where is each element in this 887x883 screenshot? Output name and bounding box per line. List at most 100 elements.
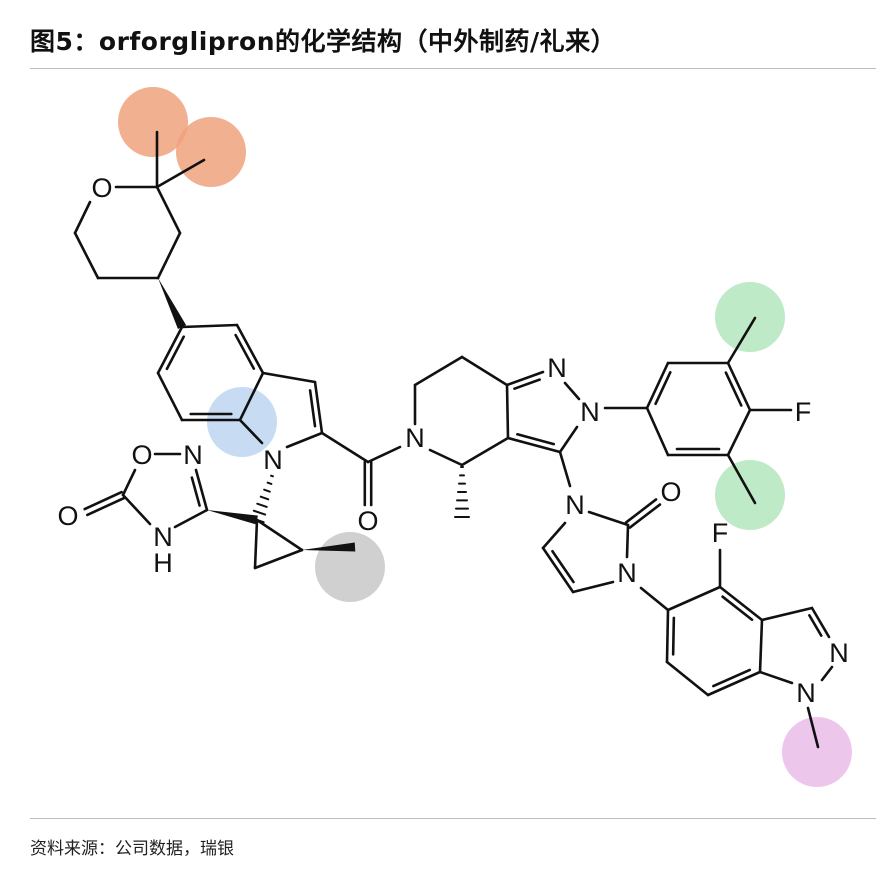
bond (121, 468, 137, 497)
bond-double-inner (165, 335, 186, 371)
bond (758, 618, 764, 674)
bond-double (665, 608, 670, 664)
bond (285, 431, 324, 449)
bond (121, 493, 152, 526)
bond (760, 606, 814, 622)
atom-o-oxadiazolone: O (57, 501, 78, 531)
bond-double-inner (724, 371, 743, 407)
bond (806, 706, 820, 749)
bond-double (810, 606, 831, 639)
bond (320, 431, 370, 464)
bond (726, 316, 757, 365)
bond (73, 231, 100, 280)
bond (156, 231, 182, 280)
bond-double (83, 490, 123, 511)
bond (428, 448, 464, 467)
bond (558, 450, 572, 488)
figure-title: 图5：orforglipron的化学结构（中外制药/礼来） (30, 27, 617, 56)
bond-double-inner (808, 614, 823, 637)
bond (571, 580, 615, 594)
bond (665, 660, 710, 697)
bond (820, 665, 834, 682)
atom-n-amide: N (405, 423, 425, 453)
bond (625, 523, 630, 559)
bond-double-inner (551, 549, 575, 584)
bond (366, 445, 402, 464)
bond (460, 436, 510, 467)
title-divider (30, 68, 876, 69)
bond-double (505, 370, 545, 387)
atom-n-indazole-1: N (796, 678, 816, 708)
bond (155, 158, 206, 189)
bond-double-inner (190, 476, 201, 507)
bond (541, 521, 567, 550)
bond-hash (270, 474, 274, 478)
bond-double (506, 436, 562, 454)
atom-n-pyrazole-1: N (547, 353, 567, 383)
bond-double-inner (712, 668, 752, 688)
bond-hash (256, 502, 268, 508)
highlight-methyl-grey (315, 532, 385, 602)
bond (558, 425, 579, 454)
atom-f-phenyl: F (795, 397, 812, 427)
bond (726, 408, 752, 457)
bond (645, 406, 670, 457)
bond-double (628, 503, 662, 529)
bond-hash (266, 481, 273, 485)
atom-n-indole: N (263, 445, 283, 475)
bond-hash (252, 509, 267, 516)
atom-n-oxadiazolone: N (153, 522, 173, 552)
bond-double-inner (513, 378, 541, 390)
bond-double (86, 496, 126, 517)
bond (261, 371, 317, 384)
bond-double-inner (516, 433, 556, 446)
bond (173, 508, 209, 529)
bond (587, 510, 630, 527)
bond (253, 548, 304, 570)
atom-h-oxadiazolone: H (153, 548, 173, 578)
bond (413, 355, 464, 387)
bond (639, 586, 670, 612)
bond-double (313, 380, 324, 435)
atom-o-pyran: O (91, 173, 112, 203)
bond (726, 453, 757, 505)
bond-double (235, 323, 265, 375)
bond-double (706, 670, 762, 697)
bond (238, 418, 264, 445)
source-note: 资料来源：公司数据，瑞银 (30, 839, 234, 859)
bond-double (645, 361, 670, 410)
atom-f-indazole: F (712, 518, 729, 548)
bond-double (541, 546, 575, 594)
bond-wedge (207, 510, 258, 525)
highlight-methyl-orange-1 (118, 87, 188, 157)
bond-wedge (158, 278, 187, 329)
bond-wedge (302, 542, 356, 552)
bond-double (718, 585, 764, 622)
bond (758, 670, 794, 685)
bond-double-inner (234, 333, 256, 370)
bond (180, 323, 239, 329)
bond-hash (263, 488, 271, 493)
highlight-methyl-orange-2 (176, 117, 246, 187)
highlight-methyl-green-1 (715, 282, 785, 352)
bond-double (194, 468, 209, 512)
atom-n-indazole-2: N (829, 638, 849, 668)
bond (155, 185, 182, 235)
bond-double-inner (721, 595, 754, 622)
atom-o-imidazolone: O (660, 477, 681, 507)
bond (666, 585, 722, 612)
highlight-methyl-pink (782, 717, 852, 787)
bond-double (726, 361, 752, 412)
bond (73, 200, 92, 235)
bond (156, 371, 184, 422)
bond (253, 518, 259, 570)
bond-double-inner (671, 616, 676, 656)
source-divider (30, 818, 876, 819)
atom-n-pyrazole-2: N (580, 397, 600, 427)
bond (255, 518, 304, 552)
atom-n-imidazolone-3: N (617, 558, 637, 588)
atom-n-imidazolone-1: N (565, 490, 585, 520)
bond (238, 371, 265, 422)
atom-o-carbonyl: O (357, 506, 378, 536)
